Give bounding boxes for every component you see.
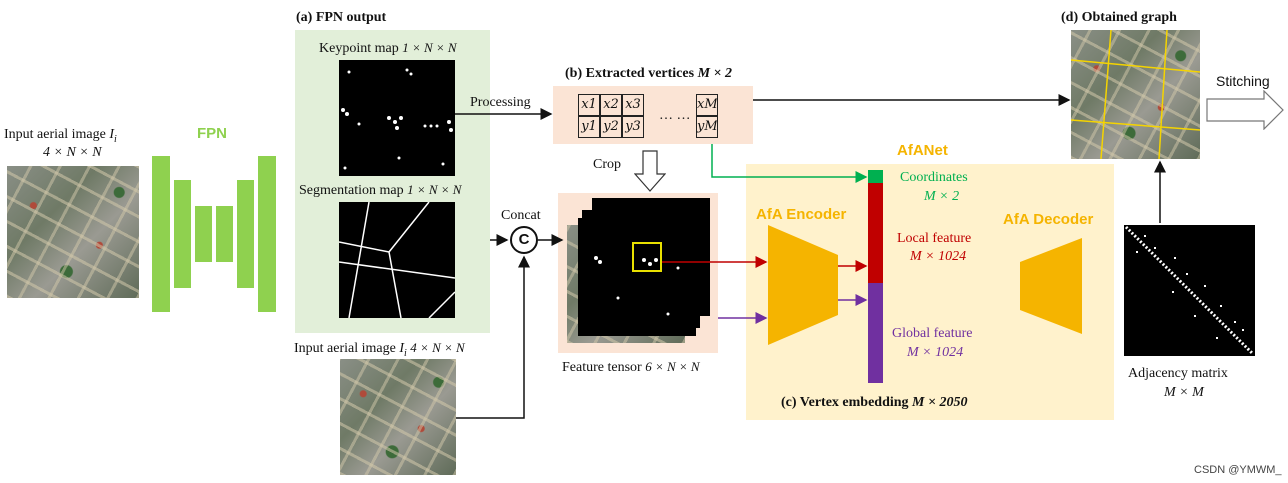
global-feature-bar	[868, 283, 883, 383]
coordinates-dims: M × 2	[924, 189, 960, 204]
vertex-y-cell: y3	[622, 116, 644, 138]
vertex-x-cell: x1	[578, 94, 600, 116]
coordinates-label: Coordinates	[900, 170, 968, 185]
stitching-label: Stitching	[1216, 73, 1270, 89]
segmentation-lines	[338, 201, 456, 319]
obtained-graph-image	[1070, 29, 1201, 160]
vertex-y-cell: yM	[696, 116, 718, 138]
input-aerial-image-left	[7, 166, 139, 298]
feature-keypoints	[594, 256, 680, 316]
local-feature-dims: M × 1024	[910, 249, 967, 264]
fpn-label: FPN	[197, 125, 227, 142]
vertex-ellipsis: … …	[659, 108, 691, 123]
adjacency-entries	[1124, 225, 1255, 356]
crop-label: Crop	[593, 157, 621, 172]
afa-encoder-label: AfA Encoder	[756, 206, 847, 223]
input-image-left-label: Input aerial image Ii	[4, 127, 117, 145]
adjacency-matrix-image	[1124, 225, 1255, 356]
adjacency-matrix-dims: M × M	[1164, 385, 1204, 400]
vertex-x-cell: x3	[622, 94, 644, 116]
afa-decoder-label: AfA Decoder	[1003, 211, 1094, 228]
fpn-layer	[258, 156, 276, 312]
image-to-concat-arrow	[456, 255, 530, 419]
concat-node: C	[510, 226, 538, 254]
panel-b-title: (b) Extracted vertices M × 2	[565, 66, 732, 81]
segmentation-map-label: Segmentation map 1 × N × N	[299, 182, 462, 198]
vertex-x-cell: x2	[600, 94, 622, 116]
vertex-y-cell: y2	[600, 116, 622, 138]
crop-region-box	[632, 242, 662, 272]
afa-encoder-shape	[768, 225, 838, 345]
local-feature-label: Local feature	[897, 231, 972, 246]
global-feature-label: Global feature	[892, 326, 973, 341]
panel-d-title: (d) Obtained graph	[1061, 10, 1177, 25]
local-feature-bar	[868, 183, 883, 283]
keypoint-map-image	[339, 60, 455, 176]
panel-a-title: (a) FPN output	[296, 10, 387, 25]
input-image-left-dims: 4 × N × N	[43, 145, 102, 160]
afa-decoder-shape	[1020, 238, 1082, 334]
feature-tensor-front	[578, 218, 696, 336]
fpn-layer	[174, 180, 191, 288]
fpn-layer	[195, 206, 212, 262]
fpn-layer	[216, 206, 233, 262]
adjacency-matrix-label: Adjacency matrix	[1128, 366, 1228, 381]
coordinates-arrow	[711, 144, 868, 183]
concat-symbol: C	[518, 231, 530, 248]
panel-c-title: (c) Vertex embedding M × 2050	[781, 395, 968, 410]
fpn-layer	[152, 156, 170, 312]
global-feature-dims: M × 1024	[907, 345, 964, 360]
processing-label: Processing	[470, 95, 531, 110]
vertex-x-cell: xM	[696, 94, 718, 116]
segmentation-map-image	[338, 201, 456, 319]
crop-arrow	[634, 150, 666, 192]
concat-label: Concat	[501, 208, 541, 223]
input-aerial-image-bottom	[340, 359, 456, 475]
afanet-label: AfANet	[897, 142, 948, 159]
input-image-bottom-label: Input aerial image Ii 4 × N × N	[294, 340, 465, 359]
watermark: CSDN @YMWM_	[1194, 464, 1282, 476]
keypoint-map-label: Keypoint map 1 × N × N	[319, 40, 457, 56]
fpn-layer	[237, 180, 254, 288]
graph-overlay	[1070, 29, 1201, 160]
vertex-y-cell: y1	[578, 116, 600, 138]
coordinates-bar	[868, 170, 883, 183]
stitching-arrow	[1206, 90, 1284, 130]
feature-tensor-label: Feature tensor 6 × N × N	[562, 359, 700, 375]
keypoint-dots	[341, 68, 453, 170]
